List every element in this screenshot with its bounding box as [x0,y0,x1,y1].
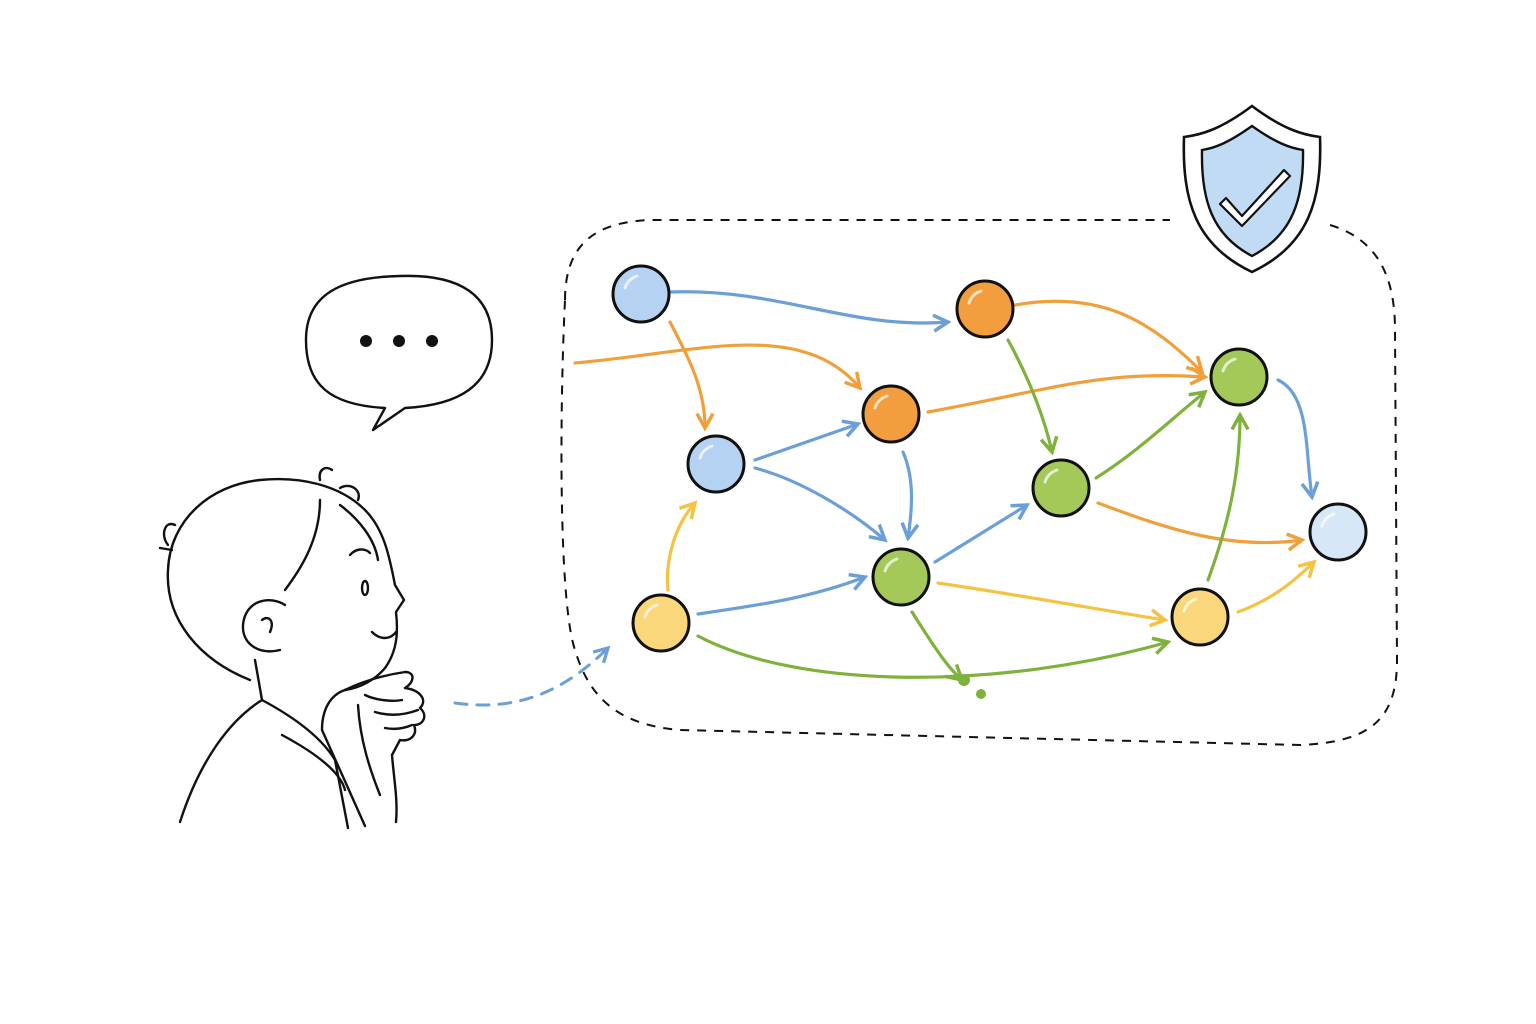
ellipsis-dot [426,335,438,347]
node-green-circle [871,547,931,607]
orange-edge-arrow [1096,501,1302,543]
node-yellow-circle [1170,587,1230,647]
blue-edge-arrow [753,466,885,540]
node-highlight [643,603,659,619]
shield-check-icon [1182,104,1322,274]
node-blue-circle [686,434,746,494]
node-highlight [1320,512,1336,528]
ellipsis-dot [360,335,372,347]
blue-edge-arrow [933,505,1027,564]
junction-dot [958,674,970,686]
thinking-child [158,466,426,830]
node-green-circle [1031,458,1091,518]
dashed-boundary [560,219,1399,747]
node-highlight [873,394,889,410]
speech-bubble [304,274,494,432]
blue-edge-arrow [696,577,865,616]
orange-edge-arrow [1013,299,1202,372]
green-edge-arrow [910,610,962,680]
ellipsis-dot [393,335,405,347]
node-blue-circle [611,264,671,324]
node-highlight [1043,468,1059,484]
green-edge-arrow [696,634,1168,679]
node-highlight [1182,597,1198,613]
junction-dot [976,689,986,699]
blue-edge-arrow [903,450,912,538]
node-pale-blue-circle [1308,502,1368,562]
node-highlight [623,274,639,290]
thought-dashed-arrow [453,648,608,707]
node-highlight [698,444,714,460]
node-yellow-circle [631,593,691,653]
node-highlight [967,289,983,305]
node-orange-circle [861,384,921,444]
green-edge-arrow [1206,415,1240,582]
node-highlight [883,557,899,573]
orange-edge-arrow [573,343,860,388]
green-edge-arrow [1006,338,1052,452]
blue-edge-arrow [753,424,858,462]
graph-edges [573,290,1314,680]
yellow-edge-arrow [1236,562,1314,614]
yellow-edge-arrow [665,503,695,592]
yellow-edge-arrow [936,581,1165,620]
orange-edge-arrow [668,320,705,428]
blue-edge-arrow [668,290,948,323]
blue-edge-arrow [1276,378,1312,497]
graph-nodes [611,264,1368,653]
node-green-circle [1209,347,1269,407]
green-edge-arrow [1094,392,1205,480]
node-highlight [1221,357,1237,373]
node-orange-circle [955,279,1015,339]
orange-edge-arrow [926,376,1205,414]
